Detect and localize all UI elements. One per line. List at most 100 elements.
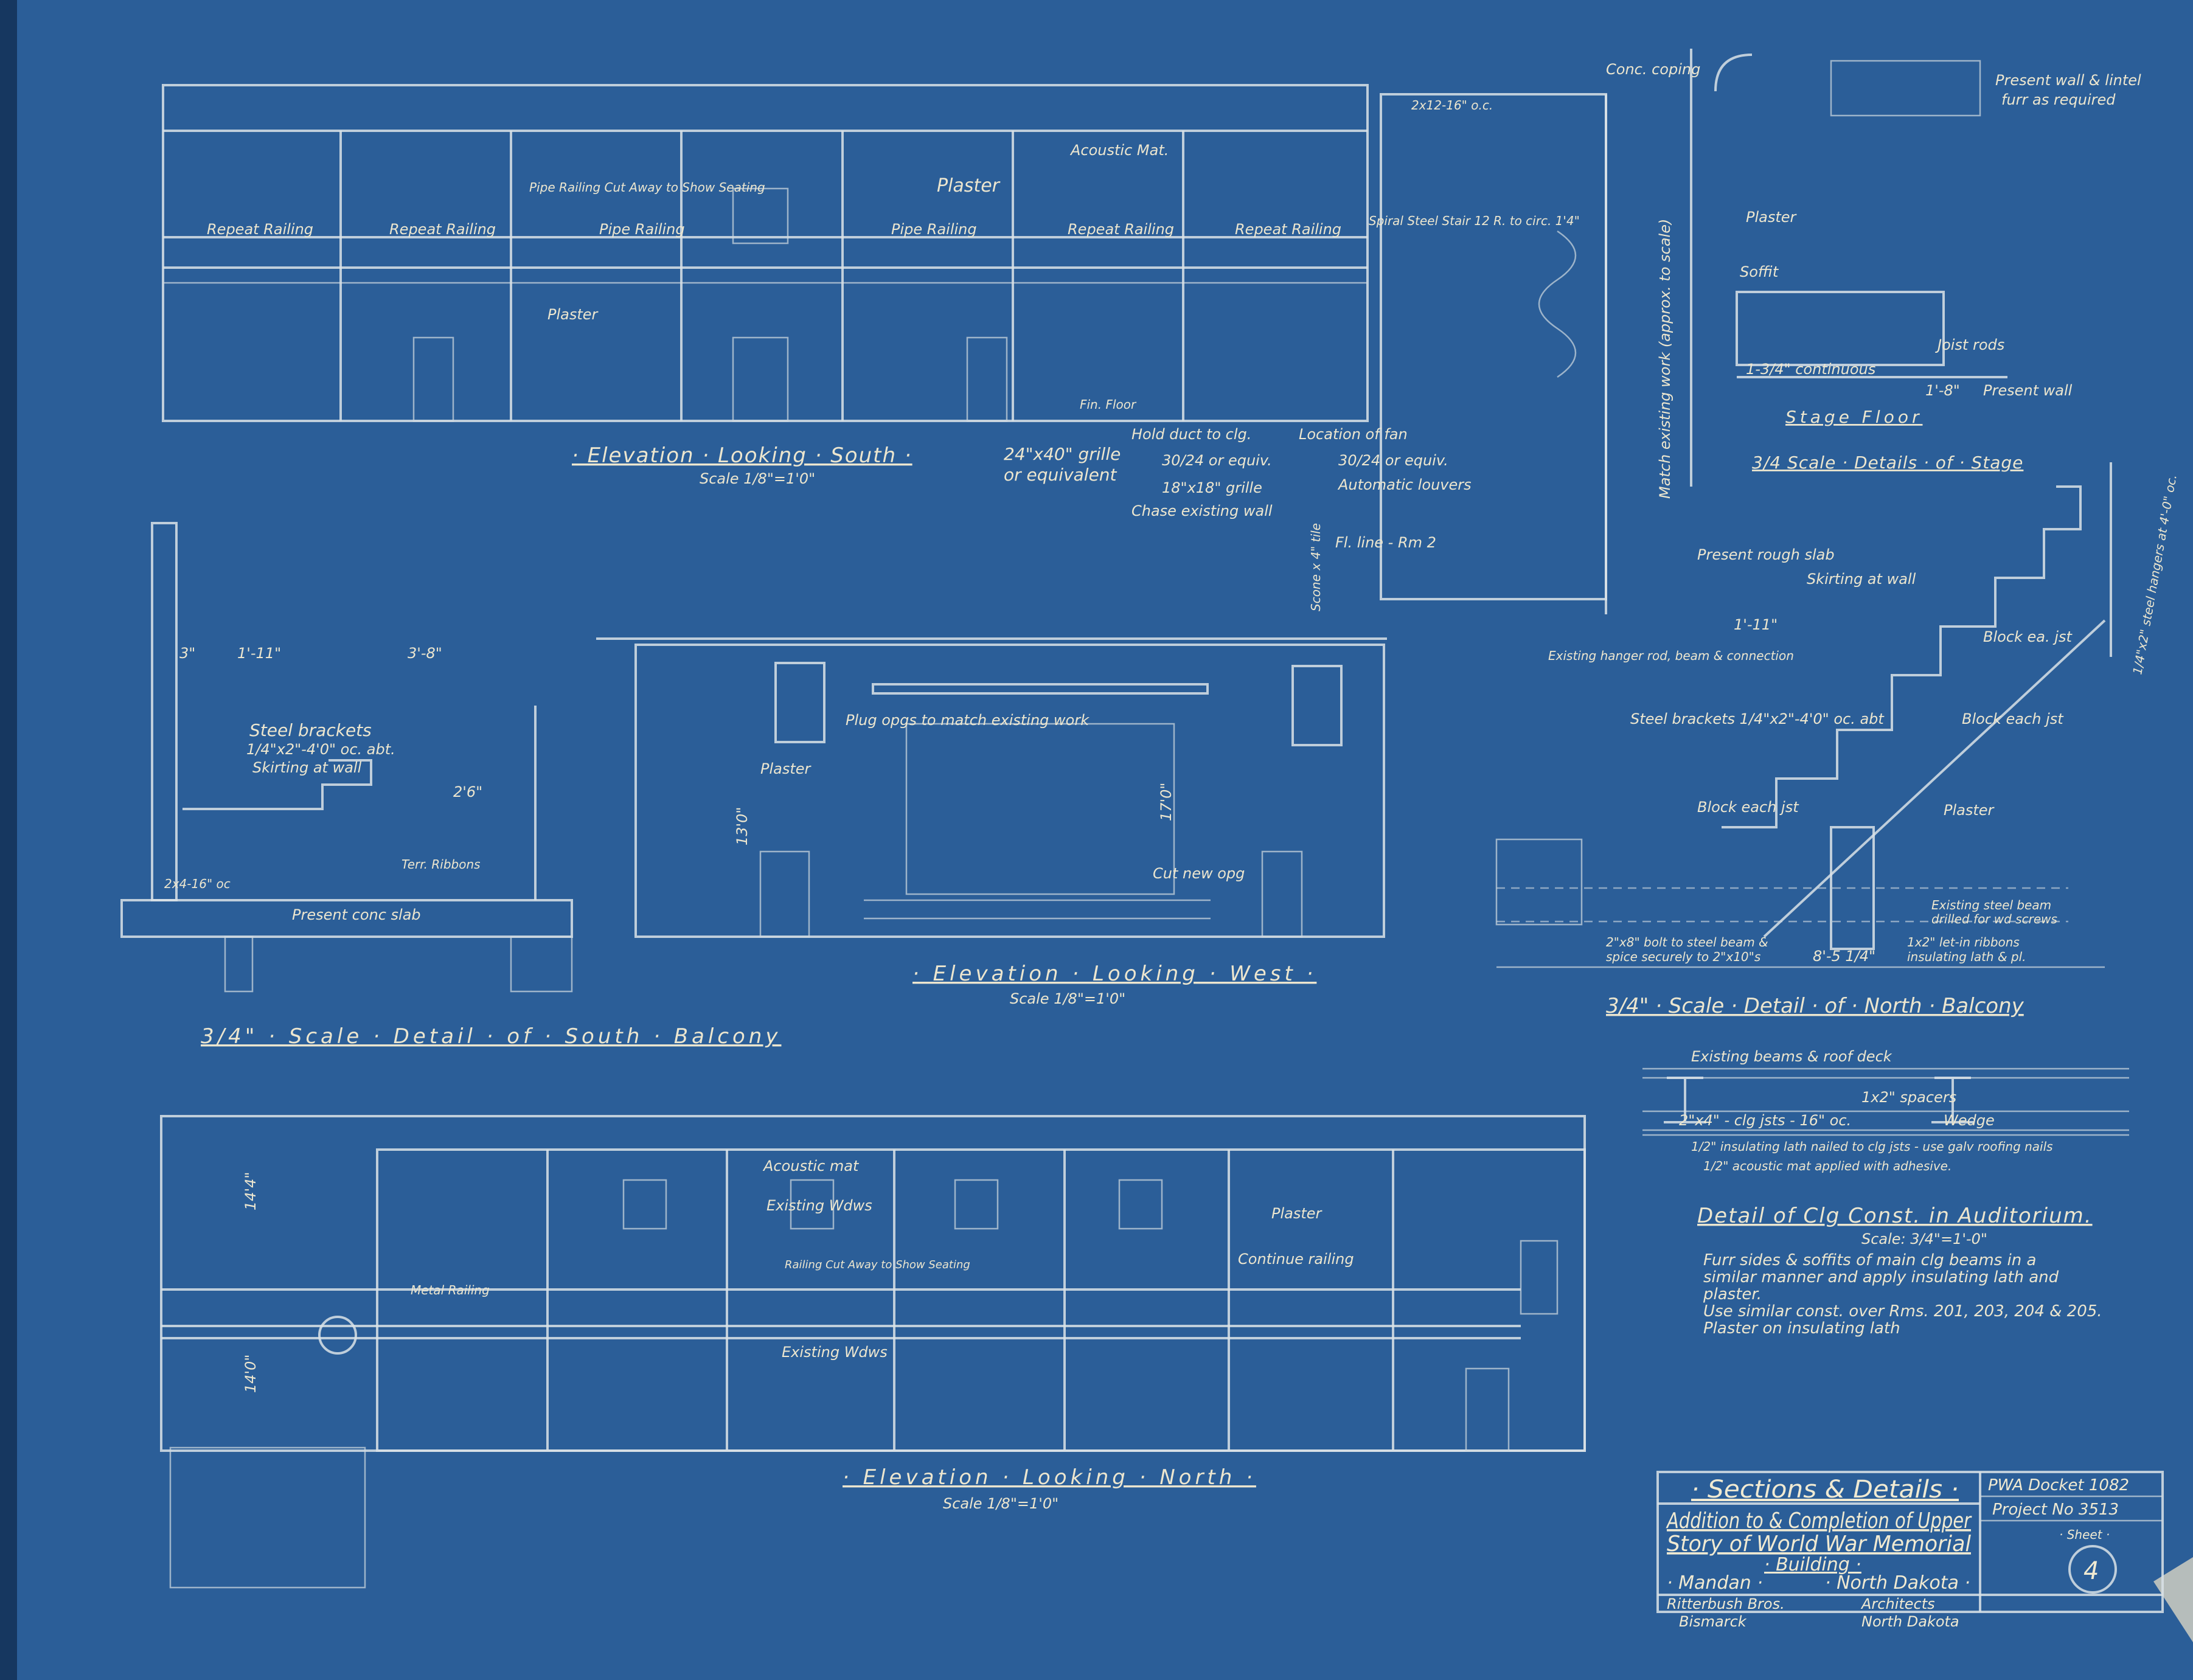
- west-elevation: [596, 637, 1387, 938]
- label: 1/4"x2"-4'0" oc. abt.: [246, 741, 395, 758]
- label: 2x12-16" o.c.: [1411, 98, 1493, 113]
- label: 18"x18" grille: [1162, 479, 1262, 496]
- annotations: Plaster Plaster Acoustic Mat. Repeat Rai…: [164, 61, 2180, 1393]
- label: Conc. coping: [1606, 61, 1700, 78]
- label: Acoustic Mat.: [1069, 142, 1169, 159]
- label: Acoustic mat: [762, 1158, 860, 1175]
- sheet-number: 4: [2084, 1557, 2099, 1585]
- label: Skirting at wall: [252, 759, 362, 776]
- label: Pipe Railing Cut Away to Show Seating: [529, 180, 765, 195]
- label: or equivalent: [1004, 465, 1117, 485]
- label: Block each jst: [1962, 710, 2064, 727]
- architect-role: Architects: [1860, 1595, 1935, 1612]
- label: Repeat Railing: [1068, 221, 1174, 238]
- label: Plaster: [760, 760, 812, 777]
- label: Steel brackets: [249, 720, 372, 740]
- label: Pipe Railing: [599, 221, 685, 238]
- label: Railing Cut Away to Show Seating: [785, 1258, 970, 1271]
- label: 1'-11": [1734, 616, 1778, 633]
- label: Skirting at wall: [1807, 571, 1916, 588]
- label: Metal Railing: [411, 1283, 490, 1297]
- title-south-balcony: 3/4" · Scale · Detail · of · South · Bal…: [201, 1024, 781, 1049]
- label: Existing steel beam: [1931, 898, 2051, 912]
- scale-west: Scale 1/8"=1'0": [1010, 990, 1125, 1007]
- title-block-heading: · Sections & Details ·: [1691, 1476, 1959, 1504]
- title-north-elevation: · Elevation · Looking · North ·: [843, 1465, 1256, 1490]
- label: Plaster: [1944, 802, 1995, 819]
- paper-edge: [0, 0, 17, 1680]
- south-elevation: [162, 84, 1607, 614]
- label: 13'0": [734, 807, 751, 845]
- label: 14'0": [242, 1355, 259, 1393]
- label: Steel brackets 1/4"x2"-4'0" oc. abt: [1630, 710, 1885, 727]
- title-stage-details: 3/4 Scale · Details · of · Stage: [1752, 453, 2023, 473]
- label: Joist rods: [1935, 336, 2004, 353]
- label: Present wall: [1983, 382, 2073, 399]
- architect-city: Bismarck: [1679, 1613, 1747, 1630]
- architect: Ritterbush Bros.: [1667, 1595, 1785, 1612]
- project-title-line2: Story of World War Memorial: [1667, 1532, 1971, 1557]
- label: Plaster: [1746, 209, 1798, 226]
- architect-state: North Dakota: [1861, 1613, 1959, 1630]
- scale-north: Scale 1/8"=1'0": [943, 1495, 1058, 1512]
- label: Block each jst: [1697, 799, 1799, 816]
- label: Plaster: [547, 306, 599, 323]
- label: 1-3/4" continuous: [1746, 361, 1875, 378]
- title-block: [1656, 1471, 2164, 1613]
- label: Plug opgs to match existing work: [846, 712, 1090, 729]
- north-elevation: [160, 1115, 1586, 1589]
- label: 1'-11": [237, 645, 281, 662]
- label: spice securely to 2"x10"s: [1606, 949, 1760, 964]
- label: Present rough slab: [1697, 546, 1835, 563]
- label: Spiral Steel Stair 12 R. to circ. 1'4": [1369, 213, 1580, 228]
- sheet-number-circle: [2068, 1545, 2117, 1594]
- stage-detail: [1690, 49, 2112, 938]
- state: · North Dakota ·: [1825, 1572, 1970, 1594]
- label: Fin. Floor: [1080, 397, 1137, 412]
- label: 3": [179, 645, 195, 662]
- label: 17'0": [1158, 783, 1175, 821]
- label: 2'6": [453, 783, 482, 800]
- ceiling-note: Use similar const. over Rms. 201, 203, 2…: [1703, 1302, 2102, 1321]
- torn-corner: [2153, 1557, 2193, 1642]
- sheet-label: · Sheet ·: [2059, 1527, 2110, 1542]
- label: furr as required: [2001, 91, 2116, 108]
- label: drilled for wd screws: [1931, 912, 2057, 926]
- label: 1/2" acoustic mat applied with adhesive.: [1703, 1159, 1951, 1173]
- ceiling-note: Furr sides & soffits of main clg beams i…: [1703, 1251, 2036, 1269]
- ceiling-note: similar manner and apply insulating lath…: [1703, 1268, 2059, 1286]
- label: Location of fan: [1299, 426, 1408, 443]
- label: Hold duct to clg.: [1131, 426, 1251, 443]
- label: 30/24 or equiv.: [1162, 452, 1272, 469]
- label: Match existing work (approx. to scale): [1656, 219, 1673, 499]
- label: Repeat Railing: [389, 221, 496, 238]
- label: 2"x8" bolt to steel beam &: [1606, 935, 1768, 949]
- project-title-line1: Addition to & Completion of Upper: [1666, 1508, 1972, 1533]
- label: Chase existing wall: [1131, 502, 1273, 519]
- project-number: Project No 3513: [1992, 1501, 2119, 1519]
- label: 14'4": [242, 1172, 259, 1210]
- label: Present conc slab: [292, 906, 421, 923]
- label: Existing Wdws: [766, 1197, 872, 1214]
- label: Present wall & lintel: [1995, 72, 2141, 89]
- label: Plaster: [1271, 1205, 1323, 1222]
- label: Fl. line - Rm 2: [1335, 534, 1436, 551]
- label: Cut new opg: [1153, 865, 1245, 882]
- title-south-elevation: · Elevation · Looking · South ·: [572, 443, 912, 468]
- label: Plaster: [937, 175, 1001, 196]
- label: Existing hanger rod, beam & connection: [1548, 648, 1794, 663]
- label: 8'-5 1/4": [1813, 948, 1875, 965]
- label: 2x4-16" oc: [164, 876, 231, 891]
- label: 1x2" spacers: [1861, 1089, 1956, 1106]
- project-title-line3: · Building ·: [1764, 1554, 1861, 1575]
- title-stage-floor: Stage Floor: [1785, 407, 1922, 427]
- label: 24"x40" grille: [1004, 444, 1121, 464]
- label: Automatic louvers: [1337, 476, 1472, 493]
- label: Existing beams & roof deck: [1691, 1048, 1892, 1065]
- label: Repeat Railing: [207, 221, 313, 238]
- label: Terr. Ribbons: [401, 857, 481, 872]
- label: 3'-8": [408, 645, 442, 662]
- scale-ceiling: Scale: 3/4"=1'-0": [1861, 1230, 1987, 1248]
